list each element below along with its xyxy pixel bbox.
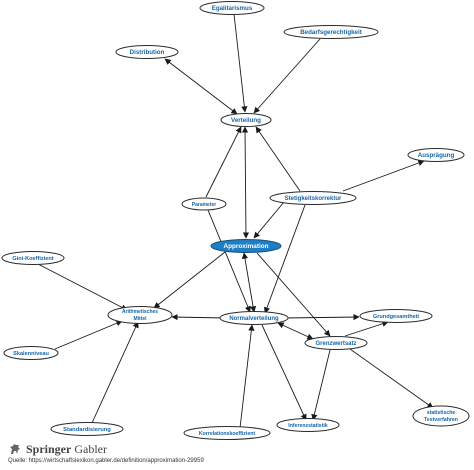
node-grundgesamtheit[interactable]: Grundgesamtheit (359, 309, 433, 323)
edge-standardisierung-arithmetisches-mittel (91, 321, 139, 424)
node-normalverteilung-label: Normalverteilung (229, 316, 279, 322)
node-auspraegung[interactable]: Ausprägung (407, 148, 465, 162)
node-inferenzstatistik[interactable]: Inferenzstatistik (276, 418, 340, 432)
edge-normalverteilung-grundgesamtheit (283, 313, 360, 321)
node-statistische-testverfahren[interactable]: statistische Testverfahren (412, 405, 470, 427)
node-stetigkeitskorrektur-label: Stetigkeitskorrektur (285, 196, 342, 202)
footer: Springer Gabler Quelle: https://wirtscha… (8, 440, 308, 470)
logo-word-springer: Springer (26, 441, 72, 456)
edge-parameter-verteilung (205, 126, 242, 198)
node-skalenniveau[interactable]: Skalenniveau (3, 346, 59, 360)
node-grenzwertsatz[interactable]: Grenzwertsatz (304, 336, 368, 350)
node-grenzwertsatz-label: Grenzwertsatz (315, 341, 356, 347)
node-approximation-label: Approximation (223, 243, 268, 250)
node-statistische-testverfahren-label-1: statistische (427, 410, 456, 416)
node-approximation[interactable]: Approximation (210, 239, 282, 253)
node-grundgesamtheit-label: Grundgesamtheit (373, 314, 419, 320)
edge-approximation-normalverteilung (241, 252, 257, 313)
node-arithmetisches-mittel-label-2: Mittel (133, 316, 147, 322)
node-arithmetisches-mittel-label-1: Arithmetisches (122, 309, 158, 315)
node-gini-koeffizient[interactable]: Gini-Koeffizient (1, 251, 65, 265)
node-korrelationskoeffizient-label: Korrelationskoeffizient (199, 431, 255, 437)
springer-horse-icon (10, 444, 20, 454)
edge-stetigkeitskorrektur-auspraegung (342, 160, 425, 192)
edge-stetigkeitskorrektur-normalverteilung (264, 204, 306, 314)
node-standardisierung-label: Standardisierung (63, 427, 111, 433)
node-normalverteilung[interactable]: Normalverteilung (219, 311, 289, 325)
edge-skalenniveau-arithmetisches-mittel (54, 320, 123, 350)
nodes: Egalitarismus Bedarfsgerechtigkeit Distr… (1, 1, 470, 440)
edge-approximation-arithmetisches-mittel (153, 251, 226, 309)
edge-egalitarismus-verteilung (233, 13, 248, 113)
springer-gabler-logo: Springer Gabler (8, 442, 107, 456)
node-inferenzstatistik-label: Inferenzstatistik (288, 423, 328, 429)
node-korrelationskoeffizient[interactable]: Korrelationskoeffizient (183, 426, 271, 440)
edge-approximation-grenzwertsatz (256, 252, 331, 337)
node-auspraegung-label: Ausprägung (418, 152, 455, 159)
edge-korrelationskoeffizient-normalverteilung (239, 324, 255, 429)
node-gini-koeffizient-label: Gini-Koeffizient (12, 256, 53, 262)
edge-normalverteilung-grenzwertsatz (277, 322, 314, 340)
source-citation: Quelle: https://wirtschaftslexikon.gable… (8, 458, 204, 464)
logo-word-gabler: Gabler (74, 441, 107, 456)
node-verteilung[interactable]: Verteilung (220, 113, 272, 127)
node-parameter-label: Parameter (192, 202, 217, 208)
edge-grenzwertsatz-testverfahren (349, 348, 434, 409)
edge-grenzwertsatz-grundgesamtheit (344, 320, 389, 337)
edge-gini-arithmetisches-mittel (37, 263, 128, 311)
node-bedarfsgerechtigkeit[interactable]: Bedarfsgerechtigkeit (283, 25, 379, 39)
edge-normalverteilung-arithmetisches-mittel (171, 313, 227, 321)
edge-verteilung-approximation (241, 126, 250, 239)
node-standardisierung[interactable]: Standardisierung (50, 422, 124, 436)
edge-distribution-verteilung (164, 58, 238, 115)
edge-stetigkeitskorrektur-verteilung (255, 126, 301, 192)
node-distribution-label: Distribution (130, 49, 165, 56)
node-skalenniveau-label: Skalenniveau (13, 351, 49, 357)
edge-grenzwertsatz-inferenzstatistik (311, 349, 331, 421)
node-verteilung-label: Verteilung (231, 117, 261, 124)
edge-normalverteilung-inferenzstatistik (261, 324, 307, 421)
node-bedarfsgerechtigkeit-label: Bedarfsgerechtigkeit (300, 29, 362, 36)
edges (37, 13, 434, 429)
edge-stetigkeitskorrektur-approximation (253, 201, 285, 239)
node-parameter[interactable]: Parameter (181, 197, 227, 211)
edge-bedarfsgerechtigkeit-verteilung (253, 38, 321, 114)
node-egalitarismus-label: Egalitarismus (212, 5, 253, 12)
node-stetigkeitskorrektur[interactable]: Stetigkeitskorrektur (269, 191, 357, 205)
node-arithmetisches-mittel[interactable]: Arithmetisches Mittel (107, 306, 173, 324)
node-egalitarismus[interactable]: Egalitarismus (199, 1, 265, 15)
node-statistische-testverfahren-label-2: Testverfahren (424, 417, 458, 423)
node-distribution[interactable]: Distribution (115, 45, 179, 59)
